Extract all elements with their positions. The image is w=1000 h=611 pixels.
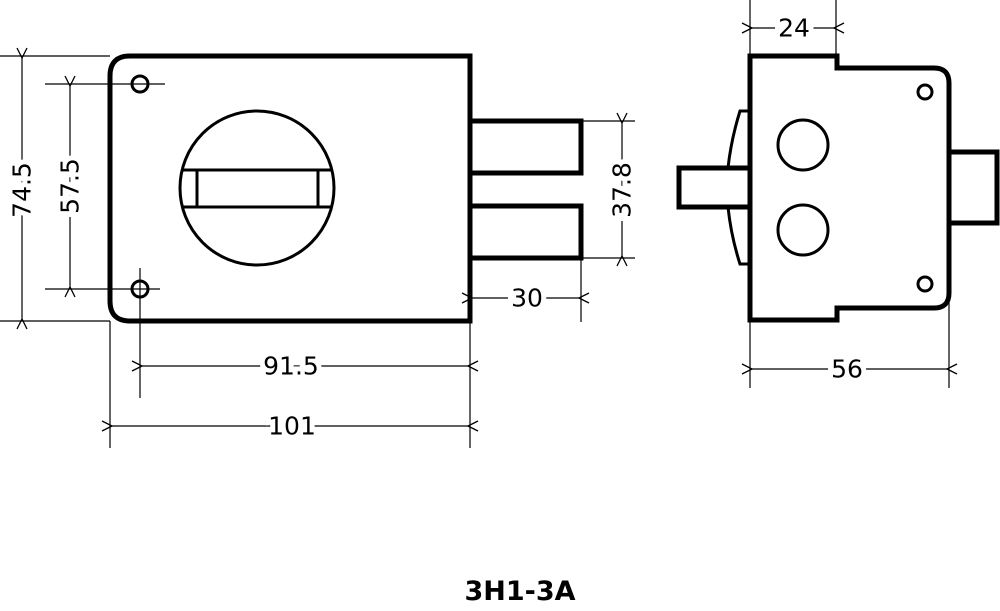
lever (726, 109, 750, 266)
side-view: 24 56 (676, 0, 1000, 389)
side-body-outline (747, 53, 952, 323)
extension-lines (0, 55, 635, 448)
bolt-upper (467, 118, 584, 176)
dim-bolt-projection: 30 (511, 284, 543, 313)
dim-overall-width: 101 (268, 412, 316, 441)
screw-hole-lower (776, 203, 830, 257)
lock-body-outline (107, 53, 473, 324)
side-bolt (946, 149, 1000, 226)
mount-hole-bottom-right (916, 275, 934, 293)
dim-bolt-span: 37.8 (608, 162, 637, 218)
dim-hole-spacing: 57.5 (56, 158, 85, 214)
handle-stem (676, 165, 753, 210)
screw-hole-upper (776, 118, 830, 172)
cylinder-knob (178, 109, 336, 267)
bolt-lower (467, 203, 584, 261)
mount-hole-top-right (916, 83, 934, 101)
dim-overall-height: 74.5 (8, 162, 37, 218)
dim-overall-depth: 56 (831, 355, 863, 384)
dim-hole-to-edge: 91.5 (263, 352, 319, 381)
dim-step-depth: 24 (778, 14, 810, 43)
model-title: 3H1-3A (464, 576, 575, 607)
front-view: 74.5 57.5 37.8 30 91.5 101 (0, 53, 642, 448)
